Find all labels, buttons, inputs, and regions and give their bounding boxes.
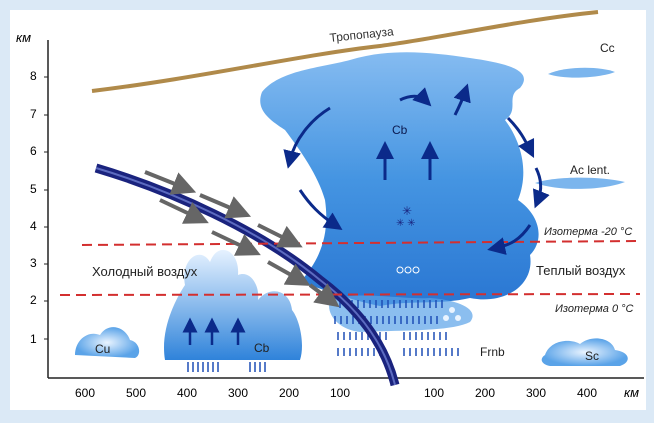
x-tick-300-right: 300	[526, 386, 546, 400]
small-cb-rain	[187, 362, 266, 372]
y-tick-marks	[44, 76, 48, 340]
altocumulus-lenticular-cloud	[535, 177, 625, 189]
x-tick-100-right: 100	[424, 386, 444, 400]
cu-label: Cu	[95, 342, 110, 356]
x-tick-400: 400	[177, 386, 197, 400]
circulation-arrows	[283, 83, 550, 255]
precipitation-symbols: ✳ ✳ ✳	[396, 204, 461, 321]
x-tick-200: 200	[279, 386, 299, 400]
cb-main-label: Cb	[392, 123, 408, 137]
isotherm-0-line	[59, 293, 641, 296]
isotherm-0-label: Изотерма 0 °C	[555, 303, 634, 315]
stratocumulus-cloud	[541, 338, 628, 366]
isotherm-minus20-line	[81, 240, 641, 246]
frnb-label: Frnb	[480, 345, 505, 359]
svg-text:✳: ✳	[402, 204, 412, 218]
cold-air-label: Холодный воздух	[92, 264, 198, 279]
x-tick-500: 500	[126, 386, 146, 400]
sc-label: Sc	[585, 349, 599, 363]
isotherm-minus20-label: Изотерма -20 °C	[544, 226, 632, 238]
y-tick-8: 8	[30, 69, 37, 83]
small-cumulonimbus-cluster	[164, 249, 303, 360]
cirrocumulus-cloud	[548, 67, 615, 78]
airflow-arrows	[144, 170, 340, 308]
tropopause-line	[91, 10, 599, 93]
y-tick-6: 6	[30, 144, 37, 158]
warm-air-label: Теплый воздух	[536, 263, 626, 278]
svg-text:✳ ✳: ✳ ✳	[396, 218, 416, 229]
y-axis-unit: км	[16, 30, 31, 45]
x-tick-300: 300	[228, 386, 248, 400]
x-tick-100-left: 100	[330, 386, 350, 400]
y-tick-7: 7	[30, 107, 37, 121]
ac-lent-label: Ac lent.	[570, 163, 610, 177]
cumulus-cloud	[75, 327, 140, 358]
x-ticks: 600 500 400 300 200 100 100 200 300 400	[75, 386, 597, 400]
cb-small-label: Cb	[254, 341, 270, 355]
y-tick-3: 3	[30, 256, 37, 270]
x-tick-400-right: 400	[577, 386, 597, 400]
x-tick-200-right: 200	[475, 386, 495, 400]
x-tick-600: 600	[75, 386, 95, 400]
tropopause-label: Тропопауза	[329, 24, 395, 45]
x-axis-unit: км	[624, 385, 639, 400]
cc-label: Cc	[600, 41, 615, 55]
y-tick-4: 4	[30, 219, 37, 233]
y-tick-5: 5	[30, 182, 37, 196]
y-tick-2: 2	[30, 293, 37, 307]
y-ticks: 1 2 3 4 5 6 7 8	[30, 69, 48, 346]
updraft-arrows	[182, 317, 246, 345]
y-tick-1: 1	[30, 332, 37, 346]
